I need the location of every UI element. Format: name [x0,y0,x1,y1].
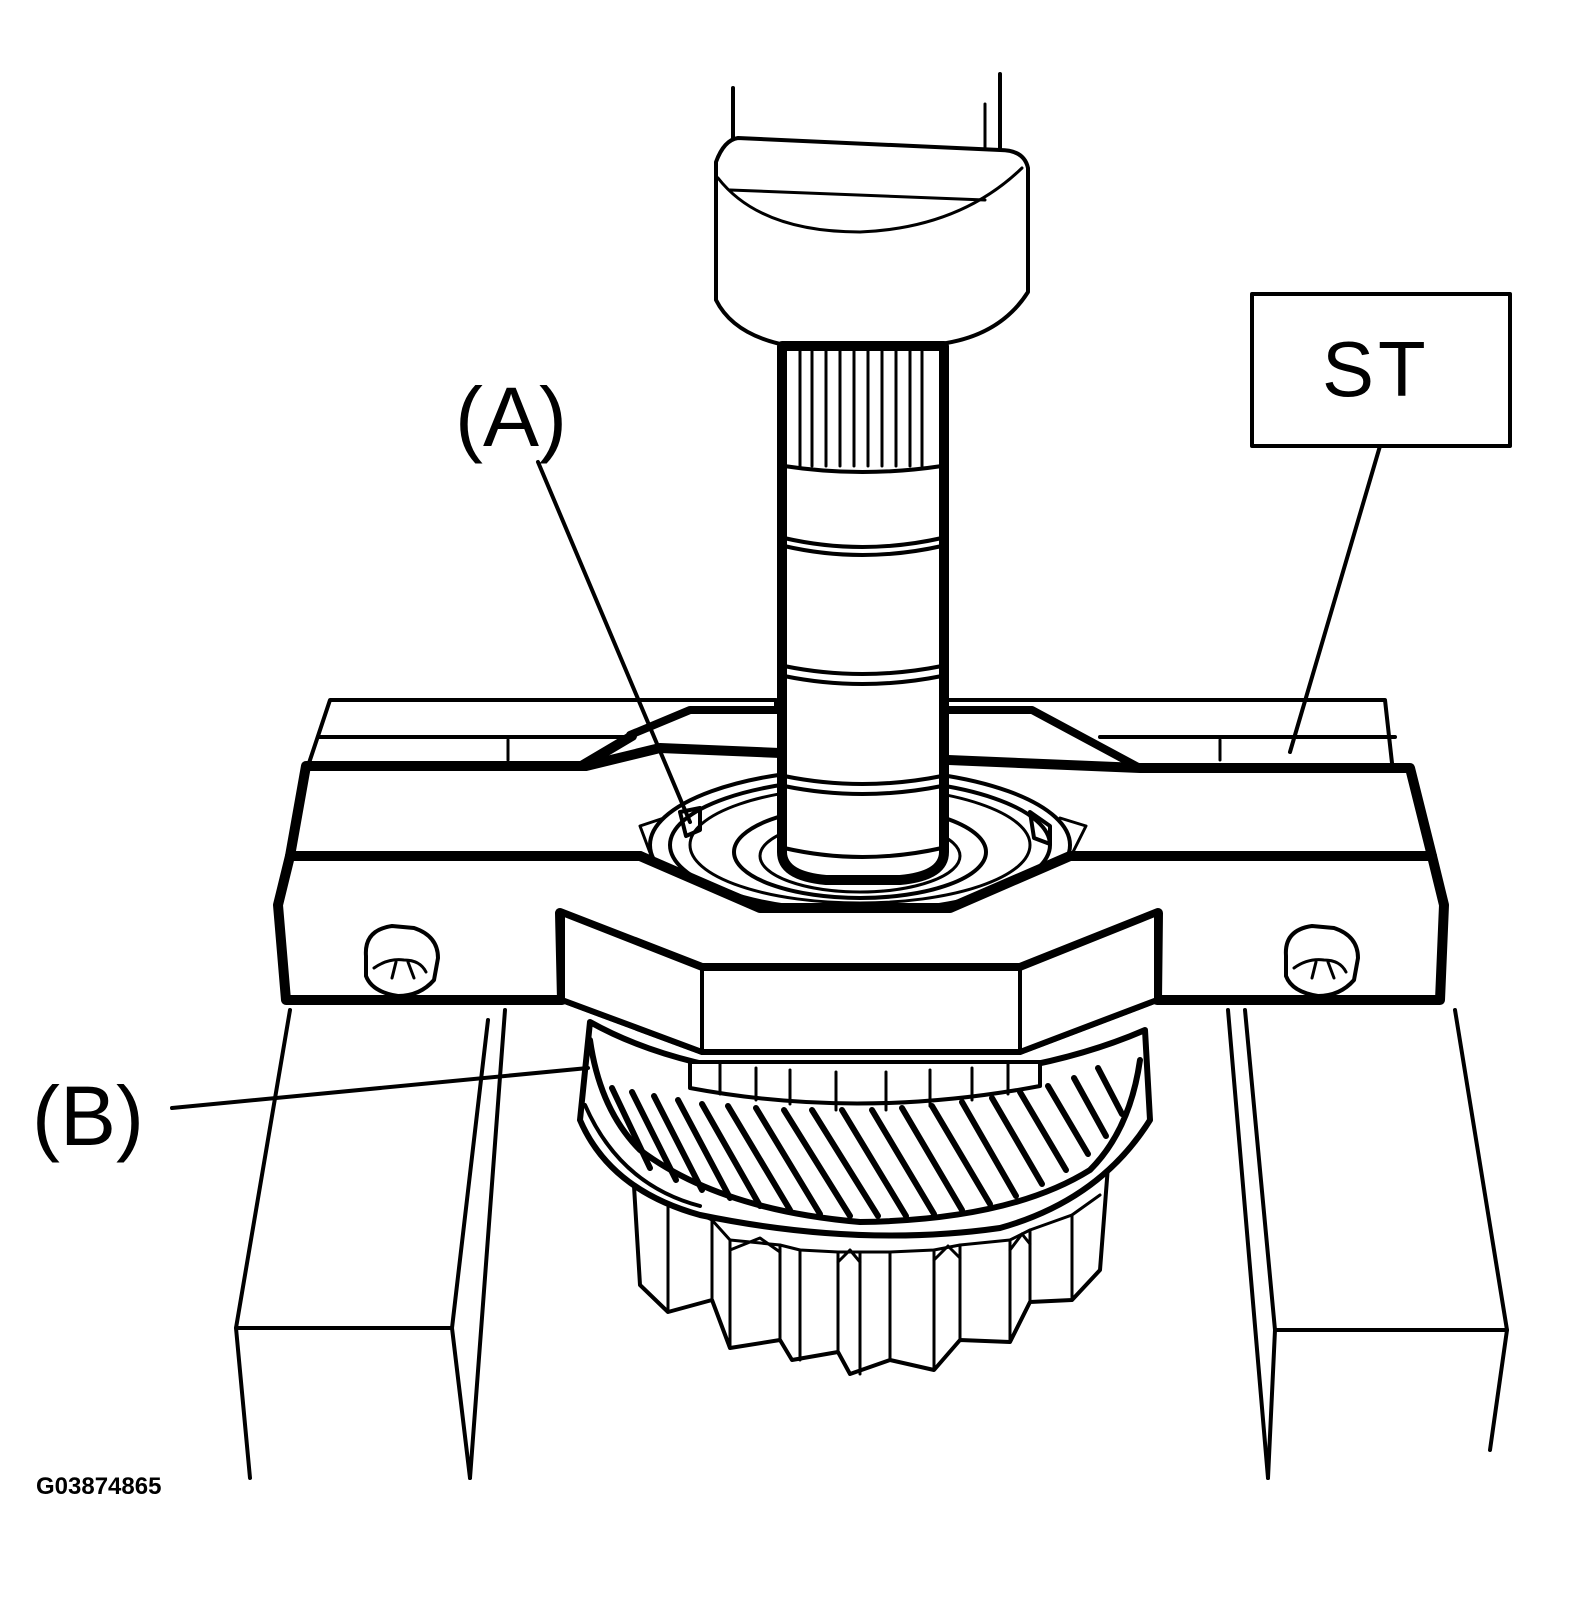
callout-b: (B) [32,1066,590,1163]
press-ram [714,72,1030,348]
bolt-left [363,924,440,998]
label-a: (A) [455,370,567,464]
label-st: ST [1322,325,1430,413]
callout-a: (A) [455,370,692,824]
callout-st: ST [1250,292,1512,754]
label-b: (B) [32,1069,144,1163]
support-blocks [234,1008,1509,1480]
label-st-box [1250,292,1512,448]
bolt-right [1283,924,1360,998]
figure-id: G03874865 [36,1473,161,1500]
shaft [777,341,949,885]
gear-b [577,1019,1153,1376]
